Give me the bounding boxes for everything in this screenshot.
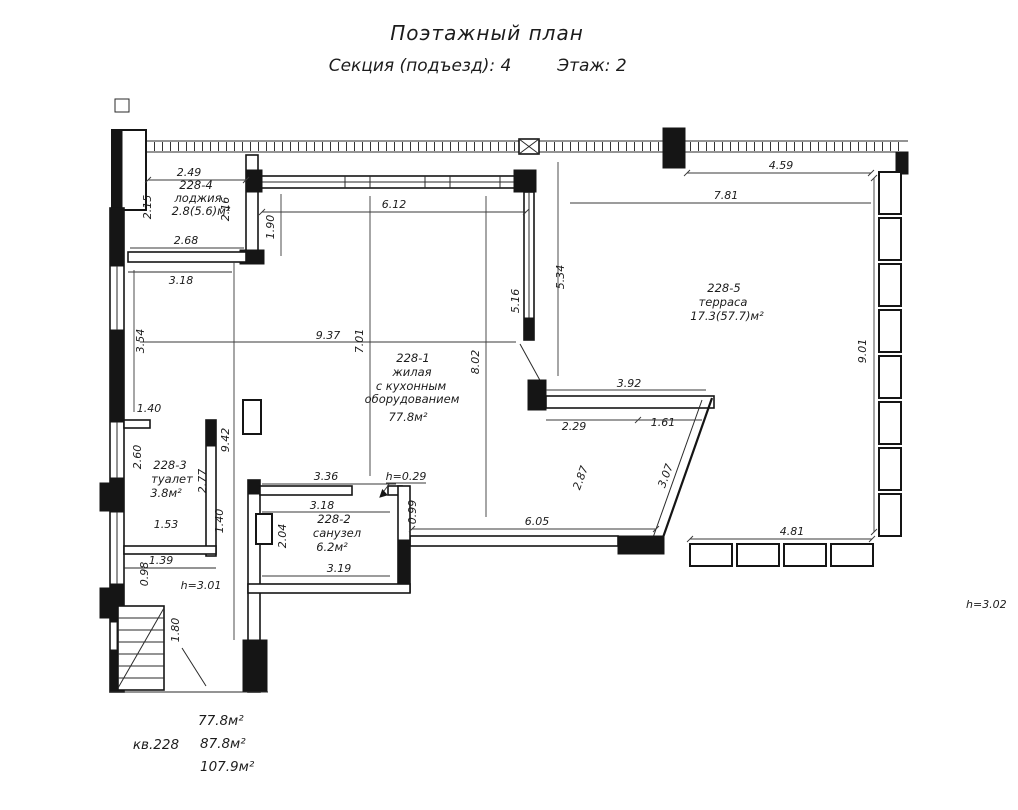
- living-room-top-window-wall: [245, 169, 537, 193]
- staircase: [110, 605, 268, 693]
- dim-1-40-side: 1.40: [213, 509, 226, 534]
- dim-2-29: 2.29: [562, 420, 587, 433]
- room-toilet-name: туалет: [151, 472, 193, 486]
- room-living-id: 228-1: [396, 351, 429, 365]
- apartment-number: кв.228: [133, 737, 179, 753]
- dim-2-16: 2.16: [219, 197, 232, 222]
- dim-3-36: 3.36: [314, 470, 339, 483]
- left-exterior-wall: [99, 207, 125, 693]
- terrace-railing-bottom: [689, 543, 874, 567]
- dim-4-59: 4.59: [769, 159, 794, 172]
- dim-3-18-top: 3.18: [169, 274, 194, 287]
- top-fence-wall: [118, 127, 909, 175]
- dim-1-80: 1.80: [169, 618, 182, 643]
- duct-column: [242, 399, 262, 435]
- room-loggia-id: 228-4: [179, 178, 212, 192]
- dim-1-53: 1.53: [154, 518, 179, 531]
- dim-5-16: 5.16: [509, 289, 522, 314]
- floor-label: Этаж: 2: [556, 56, 626, 76]
- dim-3-18-bath: 3.18: [310, 499, 335, 512]
- dim-1-90: 1.90: [264, 215, 277, 240]
- dim-9-42: 9.42: [219, 428, 232, 453]
- dim-7-01: 7.01: [353, 329, 366, 354]
- top-left-marker-square: [114, 98, 130, 113]
- dim-8-02: 8.02: [469, 350, 482, 375]
- room-living-name3: оборудованием: [365, 392, 460, 406]
- dim-1-40-door: 1.40: [137, 402, 162, 415]
- section-label: Секция (подъезд): 4: [329, 56, 512, 76]
- dim-3-92: 3.92: [617, 377, 642, 390]
- terrace-divider-wall: [519, 191, 543, 385]
- dim-2-15: 2.15: [141, 195, 154, 220]
- dim-3-07: 3.07: [655, 462, 676, 489]
- height-terrace: h=3.02: [966, 598, 1007, 611]
- dim-3-19: 3.19: [327, 562, 352, 575]
- dim-2-77: 2.77: [196, 469, 209, 494]
- dim-2-68: 2.68: [174, 234, 199, 247]
- room-loggia-name: лоджия: [173, 191, 221, 205]
- room-toilet-id: 228-3: [153, 458, 186, 472]
- dim-5-34: 5.34: [554, 265, 567, 290]
- dimension-lines: [130, 162, 878, 640]
- toilet-walls: [123, 419, 217, 569]
- room-toilet-area: 3.8м²: [150, 486, 182, 500]
- terrace-railing-right: [878, 171, 902, 537]
- diagonal-wall: [617, 397, 714, 555]
- room-living-area: 77.8м²: [389, 410, 428, 424]
- room-terrace-area: 17.3(57.7)м²: [690, 309, 764, 323]
- dim-3-54: 3.54: [134, 329, 147, 354]
- apartment-area-living: 77.8м²: [198, 713, 244, 729]
- room-loggia-area: 2.8(5.6)м²: [172, 204, 231, 218]
- room-bathroom-name: санузел: [313, 526, 362, 540]
- bathroom-walls: [247, 485, 411, 594]
- room-bathroom-id: 228-2: [317, 512, 350, 526]
- dim-1-39: 1.39: [149, 554, 174, 567]
- dim-0-98: 0.98: [138, 562, 151, 587]
- height-main: h=3.01: [181, 579, 222, 592]
- dim-7-81: 7.81: [714, 189, 739, 202]
- apartment-area-full: 107.9м²: [200, 759, 255, 775]
- room-terrace-id: 228-5: [707, 281, 740, 295]
- room-bathroom-area: 6.2м²: [316, 540, 348, 554]
- room-living-name1: жилая: [391, 365, 431, 379]
- dim-0-99: 0.99: [406, 500, 419, 525]
- height-step: h=0.29: [386, 470, 427, 483]
- dim-2-60: 2.60: [131, 445, 144, 470]
- dim-2-49: 2.49: [177, 166, 202, 179]
- dim-6-12: 6.12: [382, 198, 407, 211]
- terrace-threshold-wall: [527, 379, 715, 411]
- room-terrace-name: терраса: [699, 295, 748, 309]
- living-room-bottom-wall: [409, 535, 619, 547]
- room-living-name2: с кухонным: [376, 379, 447, 393]
- dim-9-37: 9.37: [316, 329, 341, 342]
- dim-4-81: 4.81: [780, 525, 805, 538]
- dim-1-61: 1.61: [651, 416, 676, 429]
- dim-2-87: 2.87: [570, 464, 591, 491]
- page-title: Поэтажный план: [390, 21, 584, 45]
- dim-9-01: 9.01: [856, 339, 869, 364]
- dim-2-04: 2.04: [276, 524, 289, 549]
- apartment-area-total: 87.8м²: [200, 736, 246, 752]
- dim-6-05: 6.05: [525, 515, 550, 528]
